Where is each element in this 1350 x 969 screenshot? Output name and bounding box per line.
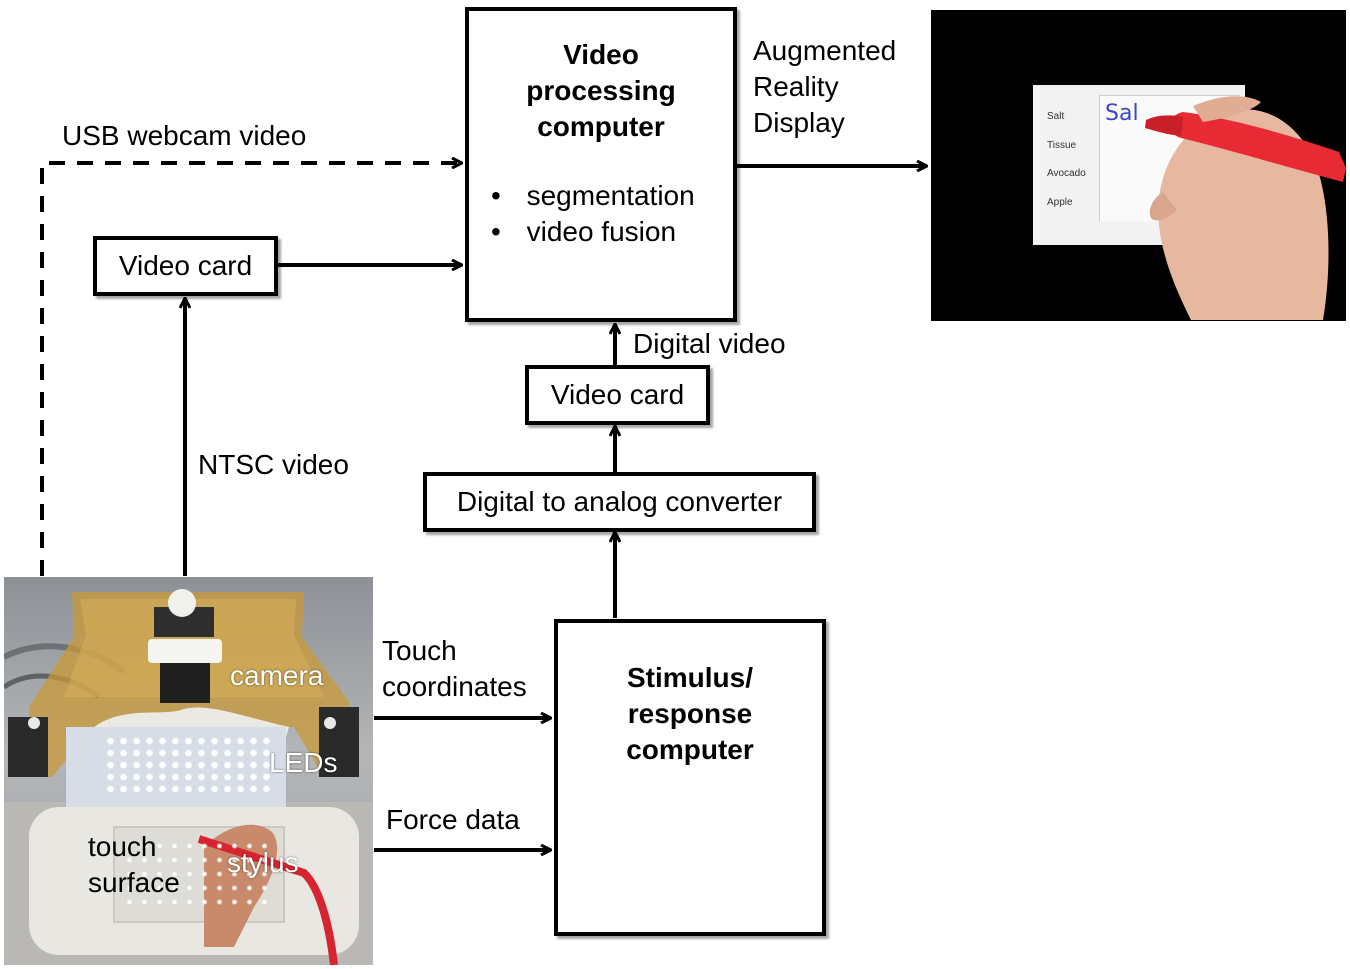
video-card-left-label: Video card [118,250,253,281]
led-array [104,735,274,797]
touch-coordinates-label-1: Touch [382,635,457,666]
video-processing-title-1: Video [563,39,639,70]
digital-video-label: Digital video [633,328,786,359]
stimulus-title-3: computer [626,734,754,765]
photo-label-stylus: stylus [227,847,299,878]
photo-label-touch: touch [88,831,157,862]
bullet-segmentation-text: segmentation [526,180,695,211]
ar-list-item: Apple [1047,196,1073,208]
bullet-video-fusion: • video fusion [491,214,676,250]
stimulus-response-computer-box: Stimulus/ response computer [554,619,826,936]
ar-label-3: Display [753,107,845,138]
bullet-video-fusion-text: video fusion [526,216,677,247]
bullet-dot: • [491,180,501,211]
video-processing-computer-box: Video processing computer • segmentation… [465,7,737,322]
ar-display-image: Salt Tissue Avocado Apple Sal [931,10,1346,321]
ar-label-1: Augmented [753,35,897,66]
touch-grid [122,839,272,909]
bullet-segmentation: • segmentation [491,178,695,214]
stimulus-title-1: Stimulus/ [626,662,753,693]
video-card-left-box: Video card [93,236,278,296]
ar-handwriting: Sal [1105,101,1139,126]
ar-hand-illustration [1145,96,1346,320]
bullet-dot: • [491,216,501,247]
dac-label: Digital to analog converter [456,486,783,517]
photo-label-leds: LEDs [269,747,338,778]
photo-label-surface: surface [88,867,180,898]
force-data-label: Force data [386,804,520,835]
usb-webcam-connector [40,163,462,576]
video-card-mid-box: Video card [525,365,710,425]
ar-list-item: Avocado [1047,168,1086,179]
ar-list: Salt Tissue Avocado Apple [1047,103,1086,217]
usb-webcam-label: USB webcam video [62,120,307,151]
apparatus-photo: camera LEDs touch surface stylus [4,577,373,965]
video-processing-title-2: processing [526,75,676,106]
photo-label-camera: camera [230,660,324,691]
video-card-mid-label: Video card [550,379,685,410]
ar-list-item: Salt [1047,111,1065,122]
ar-label-2: Reality [753,71,839,102]
video-processing-title-3: computer [537,111,665,142]
dac-box: Digital to analog converter [423,472,816,532]
ntsc-video-label: NTSC video [198,449,349,480]
touch-coordinates-label-2: coordinates [382,671,527,702]
stimulus-title-2: response [627,698,753,729]
ar-list-item: Tissue [1047,139,1077,151]
